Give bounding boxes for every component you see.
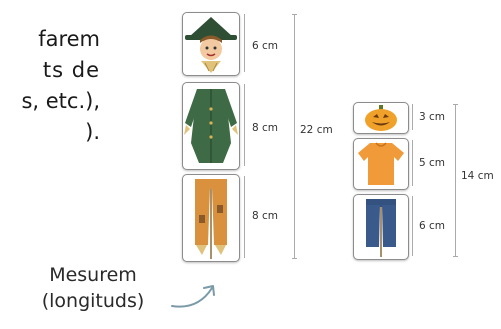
jeans-image: [354, 195, 408, 259]
scarecrow-body-label: 8 cm: [252, 122, 278, 134]
scarecrow-body-image: [183, 83, 239, 169]
paragraph-line-1: farem: [0, 24, 100, 55]
pumpkin-total-cap-top: [453, 104, 458, 105]
pumpkin-head-bracket: [412, 104, 413, 130]
pumpkin-head-label: 3 cm: [419, 111, 445, 123]
scarecrow-total-cap-top: [292, 14, 297, 15]
scarecrow-total-cap-bottom: [292, 258, 297, 259]
pumpkin-legs-bracket: [412, 196, 413, 256]
scarecrow-body-bracket: [244, 84, 245, 166]
pumpkin-head-card: [353, 102, 409, 134]
scarecrow-legs-bracket: [244, 176, 245, 258]
curved-arrow-icon: [168, 282, 220, 312]
paragraph-line-2: ts de: [0, 55, 100, 86]
scarecrow-body-card: [182, 82, 240, 170]
pumpkin-body-bracket: [412, 140, 413, 186]
caption-line-1: Mesurem: [18, 262, 168, 288]
paragraph-line-3: s, etc.),: [0, 86, 100, 117]
intro-paragraph: farem ts de s, etc.), ).: [0, 24, 100, 148]
scarecrow-total-bracket: [294, 14, 295, 258]
pumpkin-body-label: 5 cm: [419, 157, 445, 169]
caption: Mesurem (longituds): [18, 262, 168, 314]
scarecrow-total-label: 22 cm: [300, 124, 333, 136]
scarecrow-head-card: [182, 12, 240, 76]
pumpkin-legs-card: [353, 194, 409, 260]
scarecrow-legs-image: [183, 175, 239, 261]
scarecrow-head-label: 6 cm: [252, 40, 278, 52]
shirt-image: [354, 139, 408, 189]
pumpkin-body-card: [353, 138, 409, 190]
paragraph-line-4: ).: [0, 117, 100, 148]
scarecrow-legs-card: [182, 174, 240, 262]
pumpkin-head-image: [354, 103, 408, 133]
pumpkin-legs-label: 6 cm: [419, 220, 445, 232]
scarecrow-head-image: [183, 13, 239, 75]
caption-line-2: (longituds): [18, 288, 168, 314]
scarecrow-head-bracket: [244, 14, 245, 72]
pumpkin-total-label: 14 cm: [461, 170, 494, 182]
pumpkin-total-bracket: [455, 104, 456, 256]
scarecrow-legs-label: 8 cm: [252, 210, 278, 222]
pumpkin-total-cap-bottom: [453, 256, 458, 257]
